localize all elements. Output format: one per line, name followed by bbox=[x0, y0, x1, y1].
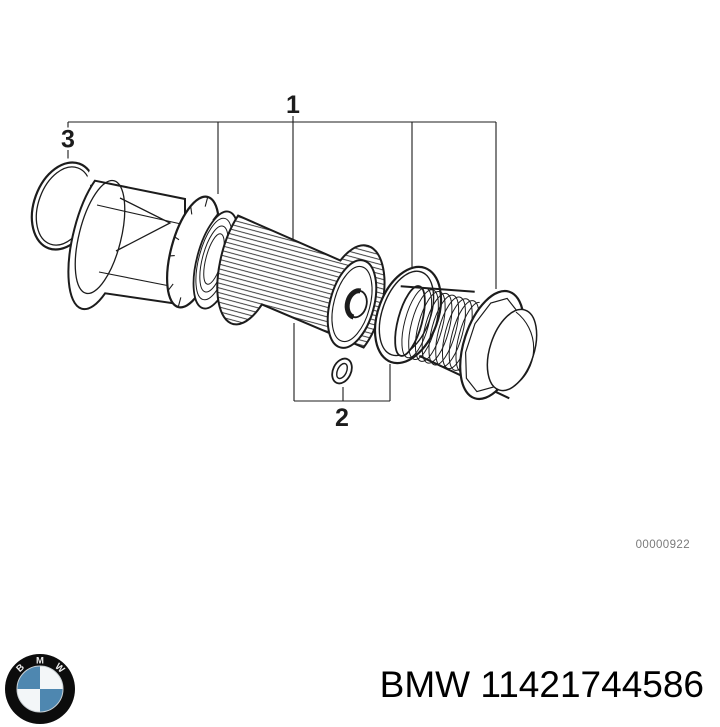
callout-label-2: 2 bbox=[335, 404, 349, 432]
brand-name: BMW bbox=[379, 664, 471, 705]
part-number: 11421744586 bbox=[480, 664, 704, 705]
callout-label-3: 3 bbox=[61, 126, 75, 154]
screw-plug-part bbox=[394, 285, 538, 401]
parts-diagram-canvas: 1 3 2 00000922 bbox=[30, 91, 690, 551]
hex-chevron-highlight bbox=[115, 197, 172, 252]
callout-bracket-1 bbox=[68, 116, 497, 289]
cartridge-center-hole bbox=[344, 288, 368, 320]
bmw-logo: B M W bbox=[5, 654, 75, 724]
callout-label-1: 1 bbox=[286, 91, 300, 119]
drawing-number: 00000922 bbox=[636, 539, 690, 551]
seal-ring-part bbox=[331, 357, 353, 385]
dome-highlight bbox=[513, 311, 535, 387]
quadrant-top-left bbox=[17, 666, 40, 689]
roundel-letter-m: M bbox=[36, 656, 44, 667]
quadrant-top-right bbox=[40, 666, 63, 689]
quadrant-bottom-left bbox=[17, 689, 40, 712]
roundel-inner-rim bbox=[16, 665, 64, 713]
quadrant-bottom-right bbox=[40, 689, 63, 712]
roundel-quadrants bbox=[17, 666, 63, 712]
filter-cartridge-part bbox=[216, 214, 386, 349]
callout-bracket-2 bbox=[293, 323, 391, 402]
part-title: BMW 11421744586 bbox=[380, 664, 704, 706]
exploded-parts-diagram: 1 3 2 00000922 bbox=[30, 91, 690, 551]
